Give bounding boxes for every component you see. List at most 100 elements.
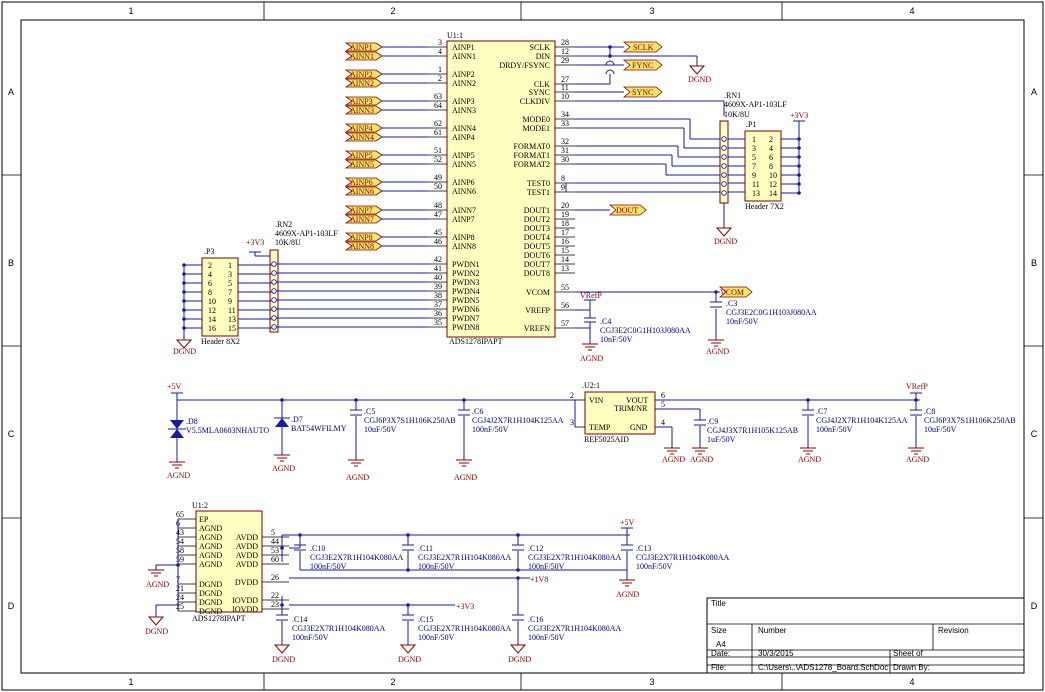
dout-port[interactable]: DOUT <box>608 204 647 216</box>
u1a-pin-name: AINN2 <box>452 79 476 88</box>
u2-designator: .U2:1 <box>582 381 600 390</box>
u2-ref5025-chip[interactable]: .U2:1 2 VIN 3 TEMP 6 VOUT 5 TRIM/NR 4 GN… <box>570 381 685 464</box>
rn2-resistor-network[interactable]: .RN2 4609X-AP1-103LF 10K/8U +3V3 <box>246 220 338 333</box>
p1-pin-number: 13 <box>752 189 760 198</box>
ain-port-ainn1[interactable]: AINN1 <box>344 51 427 61</box>
u1a-part-number: ADS1278IPAPT <box>449 337 503 346</box>
cap-c5[interactable]: .C5 CGJ6P3X7S1H106K250AB 10uF/50V AGND <box>346 407 456 482</box>
sync-port[interactable]: SYNC <box>622 86 663 98</box>
ain-port-ainn6[interactable]: AINN6 <box>344 186 427 196</box>
dout-port-label: DOUT <box>616 206 638 215</box>
cap-c7[interactable]: .C7 CGJ4J2X7R1H104K125AA 100nF/50V AGND <box>798 407 908 464</box>
vcom-port[interactable]: VCOM <box>718 286 753 298</box>
cap-c10[interactable]: .C10 CGJ3E2X7R1H104K080AA 100nF/50V <box>294 544 404 571</box>
fync-port[interactable]: FYNC <box>622 59 663 71</box>
ain-port-ainp1[interactable]: AINP1 <box>344 42 427 52</box>
agnd-c5-label: AGND <box>346 473 369 482</box>
ain-port-ainp8[interactable]: AINP8 <box>344 232 427 242</box>
cap-c9[interactable]: .C9 CGJ4J3X7R1H105K125AB 1uF/50V AGND <box>690 417 798 464</box>
u1a-pin-number: 62 <box>434 119 442 128</box>
c4-designator: .C4 <box>600 317 611 326</box>
u1a-pin-name: DOUT5 <box>524 242 550 251</box>
u1-part-b-chip[interactable]: U1:2 65EP6AGND43AGND54AGND58AGND59AGND7D… <box>176 501 289 623</box>
cap-c8[interactable]: .C8 CGJ6P3X7S1H106K250AB 10uF/50V AGND <box>906 407 1016 464</box>
cap-c11[interactable]: .C11 CGJ3E2X7R1H104K080AA 100nF/50V <box>402 544 512 571</box>
u1b-pin-number: 44 <box>271 537 279 546</box>
u1a-pin-name: VCOM <box>526 288 550 297</box>
p1-pin-number: 7 <box>752 162 756 171</box>
dgnd-p3-label: DGND <box>173 347 196 356</box>
u1a-pin-number: 12 <box>561 47 569 56</box>
u1a-pin-number: 4 <box>438 47 442 56</box>
ain-port-ainp2[interactable]: AINP2 <box>344 69 427 79</box>
u1a-pin-name: DOUT8 <box>524 269 550 278</box>
u1a-pin-number: 11 <box>561 83 569 92</box>
p1-pin-number: 1 <box>752 135 756 144</box>
diode-d8[interactable]: .D8 V5.5MLA0603NHAUTO AGND <box>167 417 269 480</box>
p3-designator: .P3 <box>204 247 214 256</box>
u1a-pin-number: 9 <box>561 183 565 192</box>
c15-part: CGJ3E2X7R1H104K080AA <box>418 624 512 633</box>
sclk-port-label: SCLK <box>633 43 654 52</box>
ain-port-ainn5[interactable]: AINN5 <box>344 159 427 169</box>
c7-designator: .C7 <box>816 407 827 416</box>
ain-port-label: AINP3 <box>350 97 373 106</box>
rn2-designator: .RN2 <box>275 220 292 229</box>
p3-pin-number: 4 <box>208 270 212 279</box>
u1a-pin-number: 42 <box>434 255 442 264</box>
p1-part: Header 7X2 <box>745 202 784 211</box>
cap-c16[interactable]: .C16 CGJ3E2X7R1H104K080AA 100nF/50V DGND <box>508 614 622 664</box>
cap-c3[interactable]: .C3 CGJ3E2C0G1H103J080AA 10nF/50V AGND <box>706 299 817 356</box>
agnd-c8-label: AGND <box>906 455 929 464</box>
agnd-c13: AGND <box>616 579 639 599</box>
ain-port-ainn8[interactable]: AINN8 <box>344 241 427 251</box>
u1b-pin-name: AGND <box>199 560 222 569</box>
frame-row-b-left: B <box>8 258 14 268</box>
p1-pin-number: 8 <box>769 162 773 171</box>
cap-c12[interactable]: .C12 CGJ3E2X7R1H104K080AA 100nF/50V <box>512 544 622 571</box>
ain-port-ainn3[interactable]: AINN3 <box>344 105 427 115</box>
ain-port-ainp7[interactable]: AINP7 <box>344 205 427 215</box>
c8-value: 10uF/50V <box>924 425 957 434</box>
ain-port-ainp4[interactable]: AINP4 <box>344 123 427 133</box>
c6-value: 100nF/50V <box>472 425 509 434</box>
ain-port-ainn2[interactable]: AINN2 <box>344 78 427 88</box>
p3-pin-number: 10 <box>208 297 216 306</box>
u2-pin-num-vin: 2 <box>570 391 574 400</box>
ain-port-label: AINP8 <box>350 233 373 242</box>
ain-port-ainn4[interactable]: AINN4 <box>344 132 427 142</box>
rn1-resistor-network[interactable]: .RN1 4609X-AP1-103LF 10K/8U DGND <box>714 91 787 246</box>
u1b-pin-name: IOVDD <box>232 596 258 605</box>
cap-c15[interactable]: .C15 CGJ3E2X7R1H104K080AA 100nF/50V DGND <box>398 614 512 664</box>
ain-port-ainp6[interactable]: AINP6 <box>344 177 427 187</box>
u1a-pin-number: 31 <box>561 146 569 155</box>
tb-size-label: Size <box>711 626 727 635</box>
u1-part-a-chip[interactable]: U1:1 ADS1278IPAPT 3AINP14AINN11AINP22AIN… <box>427 31 575 346</box>
c4-part: CGJ3E2C0G1H103J080AA <box>600 326 691 335</box>
ain-port-label: AINP1 <box>350 43 373 52</box>
u1a-pin-number: 10 <box>561 92 569 101</box>
frame-col-4-bottom: 4 <box>909 677 914 687</box>
dgnd-c15-label: DGND <box>398 655 421 664</box>
ain-port-ainp3[interactable]: AINP3 <box>344 96 427 106</box>
ain-port-ainn7[interactable]: AINN7 <box>344 214 427 224</box>
frame-row-a-right: A <box>1031 87 1037 97</box>
ain-port-ainp5[interactable]: AINP5 <box>344 150 427 160</box>
ain-port-label: AINP2 <box>350 70 373 79</box>
dgnd-c16-label: DGND <box>508 655 531 664</box>
u1b-ground-wires <box>147 519 180 626</box>
cap-c13[interactable]: .C13 CGJ3E2X7R1H104K080AA 100nF/50V <box>621 544 730 571</box>
c10-value: 100nF/50V <box>310 562 347 571</box>
title-block: Title Size A4 Number Revision Date: 30/3… <box>706 597 1025 674</box>
u1a-pin-name: AINP5 <box>452 151 475 160</box>
cap-c14[interactable]: .C14 CGJ3E2X7R1H104K080AA 100nF/50V DGND <box>272 614 386 664</box>
u2-pin-vout: VOUT <box>626 396 648 405</box>
cap-c6[interactable]: .C6 CGJ4J2X7R1H104K125AA 100nF/50V AGND <box>454 407 564 482</box>
p1-pin-number: 4 <box>769 144 773 153</box>
cap-c4[interactable]: .C4 CGJ3E2C0G1H103J080AA 10nF/50V AGND <box>580 317 691 363</box>
diode-d7[interactable]: .D7 BAT54WFILMY AGND <box>272 415 347 473</box>
sclk-port[interactable]: SCLK <box>622 41 663 53</box>
